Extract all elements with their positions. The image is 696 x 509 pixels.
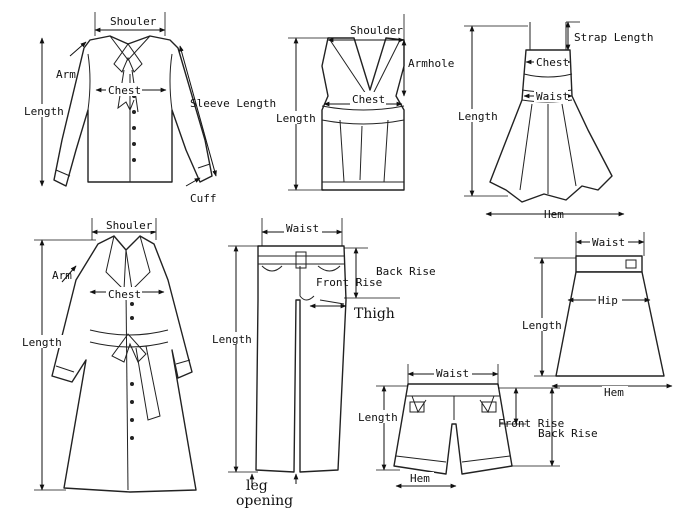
coat-measurements <box>34 218 165 491</box>
shorts-hem-label: Hem <box>410 472 430 485</box>
pants-leg-opening-label-1: leg <box>246 478 268 494</box>
shirt-shoulder-label: Shouler <box>110 15 157 28</box>
pants-leg-opening-label-2: opening <box>236 493 293 509</box>
shirt-cuff-label: Cuff <box>190 192 217 205</box>
pants-front-rise-label: Front Rise <box>316 276 382 289</box>
pants-back-rise-label: Back Rise <box>376 265 436 278</box>
skirt-figure <box>555 255 665 377</box>
vest-armhole-label: Armhole <box>408 57 454 70</box>
pants-thigh-label: Thigh <box>354 306 395 322</box>
shirt-figure <box>53 35 213 187</box>
coat-chest-label: Chest <box>108 288 141 301</box>
coat-shoulder-label: Shouler <box>106 219 153 232</box>
shirt-arm-label: Arm <box>56 68 76 81</box>
shorts-back-rise-label: Back Rise <box>538 427 598 440</box>
pants-figure <box>255 245 347 473</box>
shorts-waist-label: Waist <box>436 367 469 380</box>
dress-waist-label: Waist <box>536 90 569 103</box>
shirt-chest-label: Chest <box>108 84 141 97</box>
vest-shoulder-label: Shoulder <box>350 24 403 37</box>
shorts-front-rise-label: Front Rise <box>498 417 564 430</box>
pants-waist-label: Waist <box>286 222 319 235</box>
coat-length-label: Length <box>22 336 62 349</box>
shirt-length-label: Length <box>24 105 64 118</box>
skirt-length-label: Length <box>522 319 562 332</box>
skirt-hem-label: Hem <box>604 386 624 399</box>
vest-chest-label: Chest <box>352 93 385 106</box>
pants-length-label: Length <box>212 333 252 346</box>
vest-length-label: Length <box>276 112 316 125</box>
dress-chest-label: Chest <box>536 56 569 69</box>
dress-length-label: Length <box>458 110 498 123</box>
dress-figure <box>489 22 613 203</box>
vest-figure <box>321 37 405 191</box>
shorts-figure <box>393 383 513 475</box>
coat-figure <box>51 235 197 493</box>
skirt-waist-label: Waist <box>592 236 625 249</box>
skirt-hip-label: Hip <box>598 294 618 307</box>
dress-hem-label: Hem <box>544 208 564 221</box>
shorts-length-label: Length <box>358 411 398 424</box>
coat-arm-label: Arm <box>52 269 72 282</box>
shirt-sleeve-length-label: Sleeve Length <box>190 97 276 110</box>
dress-strap-length-label: Strap Length <box>574 31 653 44</box>
